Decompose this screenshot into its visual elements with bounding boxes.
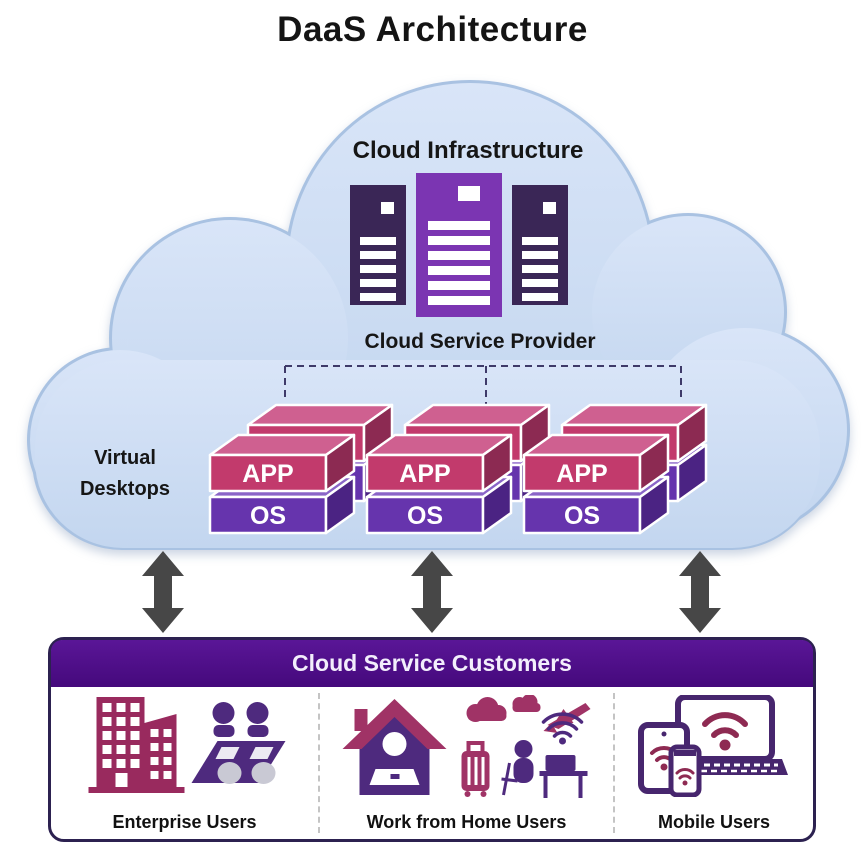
os-label: OS xyxy=(407,502,443,530)
cloud-service-customers-box: Cloud Service Customers xyxy=(48,637,816,842)
bidirectional-arrow-icon xyxy=(679,551,721,633)
office-workers-icon xyxy=(191,702,285,784)
virtual-desktop-stack: APP OS xyxy=(522,403,708,535)
app-box-front xyxy=(522,433,670,493)
bidirectional-arrow-icon xyxy=(411,551,453,633)
app-label: APP xyxy=(242,460,293,488)
app-label: APP xyxy=(556,460,607,488)
virtual-desktops-label: Virtual Desktops xyxy=(79,447,171,500)
section-label: Enterprise Users xyxy=(112,812,257,832)
page-title: DaaS Architecture xyxy=(277,10,588,49)
section-divider xyxy=(318,693,320,833)
wifi-icon xyxy=(675,768,695,780)
server-rack-icons xyxy=(350,173,568,317)
wifi-icon xyxy=(702,712,748,738)
office-building-icon xyxy=(88,697,184,793)
home-worker-icon xyxy=(342,699,446,795)
section-mobile-users: Mobile Users xyxy=(615,687,813,839)
work-from-home-icons xyxy=(342,695,590,798)
mobile-users-icons xyxy=(638,695,788,797)
app-box-front xyxy=(208,433,356,493)
customers-body: Enterprise Users xyxy=(51,687,813,839)
phone-wifi-icon xyxy=(668,744,702,797)
section-label: Mobile Users xyxy=(657,812,771,832)
cloud-infrastructure-label: Cloud Infrastructure xyxy=(352,137,584,164)
dashed-bracket-connector xyxy=(284,365,682,408)
server-rack-icon xyxy=(350,185,406,305)
section-enterprise-users: Enterprise Users xyxy=(51,687,318,839)
server-rack-icon xyxy=(416,173,502,317)
wifi-icon xyxy=(541,712,583,738)
enterprise-users-icons xyxy=(88,697,285,793)
section-work-from-home-users: Work from Home Users xyxy=(320,687,613,839)
app-label: APP xyxy=(399,460,450,488)
cloud-service-provider-label: Cloud Service Provider xyxy=(364,330,596,353)
app-box-front xyxy=(365,433,513,493)
os-label: OS xyxy=(564,502,600,530)
customers-header: Cloud Service Customers xyxy=(51,640,813,687)
section-label: Work from Home Users xyxy=(366,812,567,832)
server-rack-icon xyxy=(512,185,568,305)
section-divider xyxy=(613,693,615,833)
business-traveler-icon xyxy=(461,695,590,798)
os-label: OS xyxy=(250,502,286,530)
bidirectional-arrow-icon xyxy=(142,551,184,633)
